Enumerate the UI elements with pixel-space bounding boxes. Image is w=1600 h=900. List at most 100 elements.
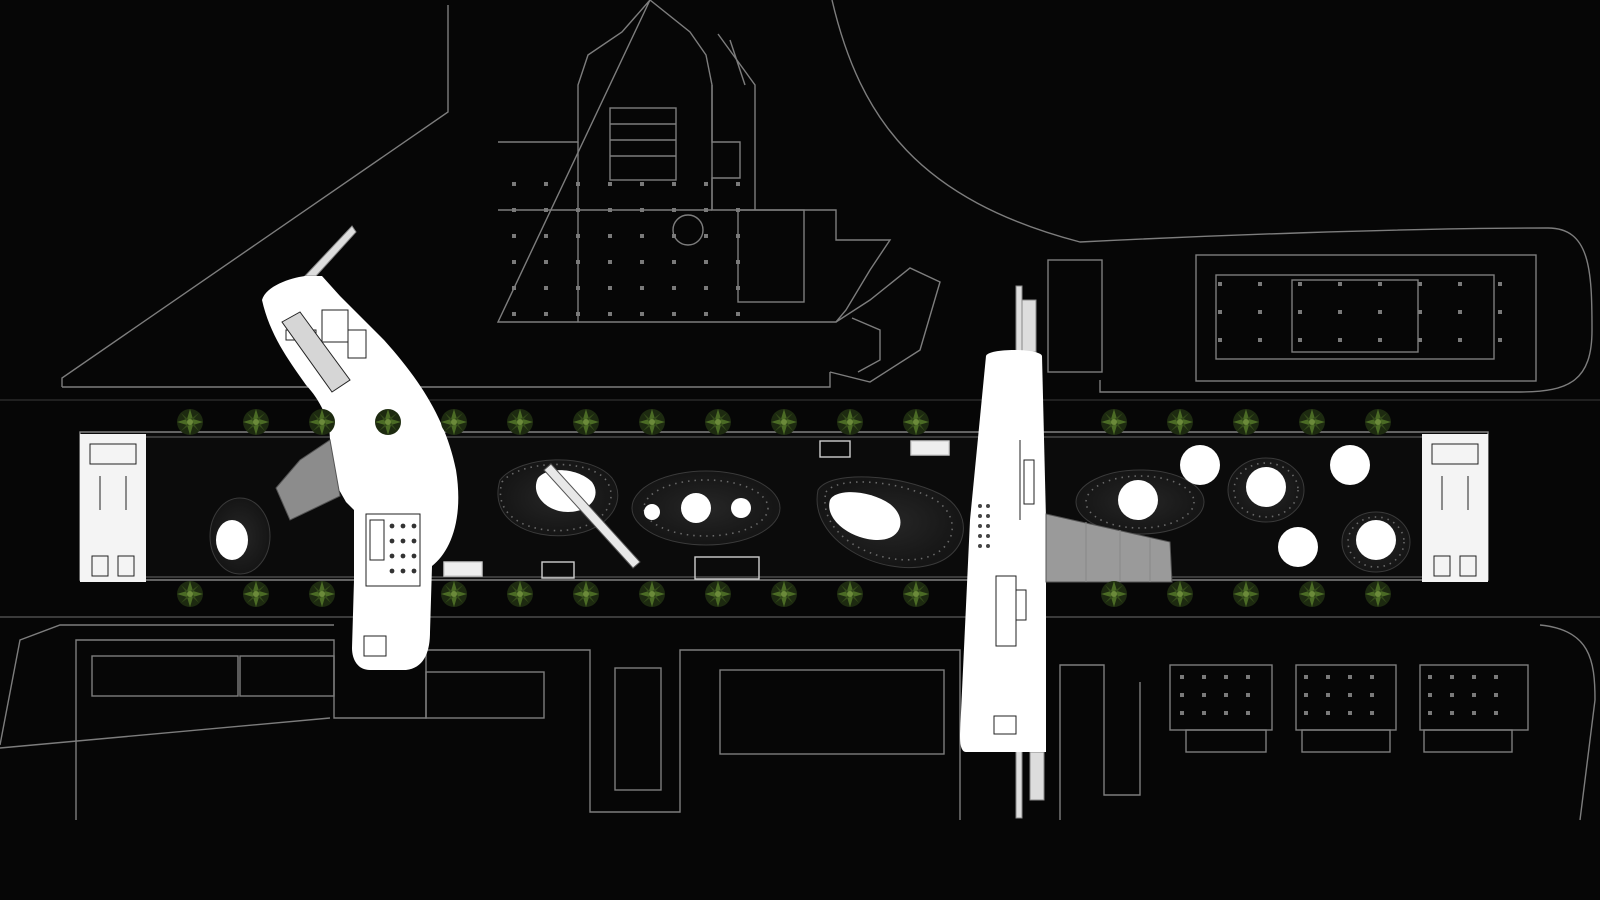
tree-icon bbox=[507, 581, 533, 607]
tree-icon bbox=[1365, 581, 1391, 607]
seat-dot bbox=[986, 534, 990, 538]
column-dot-icon bbox=[1218, 310, 1222, 314]
circular-pavilions bbox=[216, 445, 1396, 567]
tree-icon bbox=[771, 581, 797, 607]
column-dot-icon bbox=[1472, 711, 1476, 715]
column-dot-icon bbox=[512, 208, 516, 212]
column-dot-icon bbox=[608, 208, 612, 212]
seat-dot bbox=[389, 523, 395, 529]
column-dot-icon bbox=[1304, 693, 1308, 697]
tree-icon bbox=[771, 409, 797, 435]
column-dot-icon bbox=[1338, 338, 1342, 342]
column-dot-icon bbox=[608, 312, 612, 316]
seat-dot bbox=[986, 524, 990, 528]
column-dot-icon bbox=[704, 182, 708, 186]
column-dot-icon bbox=[576, 312, 580, 316]
seat-dot bbox=[400, 553, 406, 559]
column-dot-icon bbox=[1428, 711, 1432, 715]
seat-dot bbox=[978, 544, 982, 548]
column-dot-icon bbox=[1494, 711, 1498, 715]
column-dot-icon bbox=[1494, 675, 1498, 679]
column-dot-icon bbox=[1224, 711, 1228, 715]
column-dot-icon bbox=[1418, 338, 1422, 342]
seat-dot bbox=[411, 538, 417, 544]
end-tower-left bbox=[80, 434, 146, 582]
column-dot-icon bbox=[1202, 675, 1206, 679]
column-dot-icon bbox=[1450, 711, 1454, 715]
column-dot-icon bbox=[576, 260, 580, 264]
column-dot-icon bbox=[544, 286, 548, 290]
column-dot-icon bbox=[576, 286, 580, 290]
column-dot-icon bbox=[1298, 338, 1302, 342]
column-dot-icon bbox=[1180, 711, 1184, 715]
column-dot-icon bbox=[1258, 338, 1262, 342]
column-dot-icon bbox=[608, 286, 612, 290]
tree-icon bbox=[1101, 409, 1127, 435]
column-dot-icon bbox=[1450, 675, 1454, 679]
column-dot-icon bbox=[1304, 711, 1308, 715]
column-dot-icon bbox=[1348, 711, 1352, 715]
column-dot-icon bbox=[1450, 693, 1454, 697]
column-dot-icon bbox=[544, 260, 548, 264]
seat-dot bbox=[411, 553, 417, 559]
column-dot-icon bbox=[608, 182, 612, 186]
tree-icon bbox=[375, 409, 401, 435]
column-dot-icon bbox=[608, 260, 612, 264]
column-dot-icon bbox=[1418, 310, 1422, 314]
column-dot-icon bbox=[1258, 310, 1262, 314]
column-dot-icon bbox=[1218, 282, 1222, 286]
column-dot-icon bbox=[1370, 711, 1374, 715]
end-tower-right bbox=[1422, 434, 1488, 582]
tree-icon bbox=[243, 409, 269, 435]
seat-dot bbox=[400, 568, 406, 574]
column-grid bbox=[512, 182, 1502, 715]
column-dot-icon bbox=[576, 208, 580, 212]
column-dot-icon bbox=[1246, 693, 1250, 697]
seat-dot bbox=[978, 534, 982, 538]
right-bar-building bbox=[960, 285, 1173, 819]
column-dot-icon bbox=[1246, 711, 1250, 715]
tree-icon bbox=[903, 409, 929, 435]
tree-icon bbox=[441, 409, 467, 435]
column-dot-icon bbox=[640, 260, 644, 264]
column-dot-icon bbox=[736, 182, 740, 186]
column-dot-icon bbox=[1298, 282, 1302, 286]
column-dot-icon bbox=[640, 182, 644, 186]
column-dot-icon bbox=[1498, 282, 1502, 286]
column-dot-icon bbox=[544, 208, 548, 212]
column-dot-icon bbox=[1326, 675, 1330, 679]
column-dot-icon bbox=[1418, 282, 1422, 286]
column-dot-icon bbox=[1458, 338, 1462, 342]
column-dot-icon bbox=[1218, 338, 1222, 342]
column-dot-icon bbox=[736, 286, 740, 290]
column-dot-icon bbox=[1298, 310, 1302, 314]
column-dot-icon bbox=[1348, 693, 1352, 697]
column-dot-icon bbox=[1224, 675, 1228, 679]
column-dot-icon bbox=[1494, 693, 1498, 697]
diagonal-walkway bbox=[543, 463, 641, 569]
column-dot-icon bbox=[512, 312, 516, 316]
tree-icon bbox=[705, 409, 731, 435]
seat-dot bbox=[389, 553, 395, 559]
column-dot-icon bbox=[1180, 675, 1184, 679]
column-dot-icon bbox=[704, 286, 708, 290]
column-dot-icon bbox=[1458, 310, 1462, 314]
column-dot-icon bbox=[1338, 282, 1342, 286]
column-dot-icon bbox=[1472, 675, 1476, 679]
seat-dot bbox=[978, 524, 982, 528]
column-dot-icon bbox=[1304, 675, 1308, 679]
seat-dot bbox=[389, 568, 395, 574]
tree-icon bbox=[177, 581, 203, 607]
column-dot-icon bbox=[1326, 693, 1330, 697]
tree-icon bbox=[1299, 581, 1325, 607]
column-dot-icon bbox=[640, 312, 644, 316]
tree-icon bbox=[837, 581, 863, 607]
tree-icon bbox=[1167, 581, 1193, 607]
column-dot-icon bbox=[1224, 693, 1228, 697]
column-dot-icon bbox=[640, 208, 644, 212]
column-dot-icon bbox=[1348, 675, 1352, 679]
seat-dot bbox=[986, 544, 990, 548]
column-dot-icon bbox=[576, 182, 580, 186]
